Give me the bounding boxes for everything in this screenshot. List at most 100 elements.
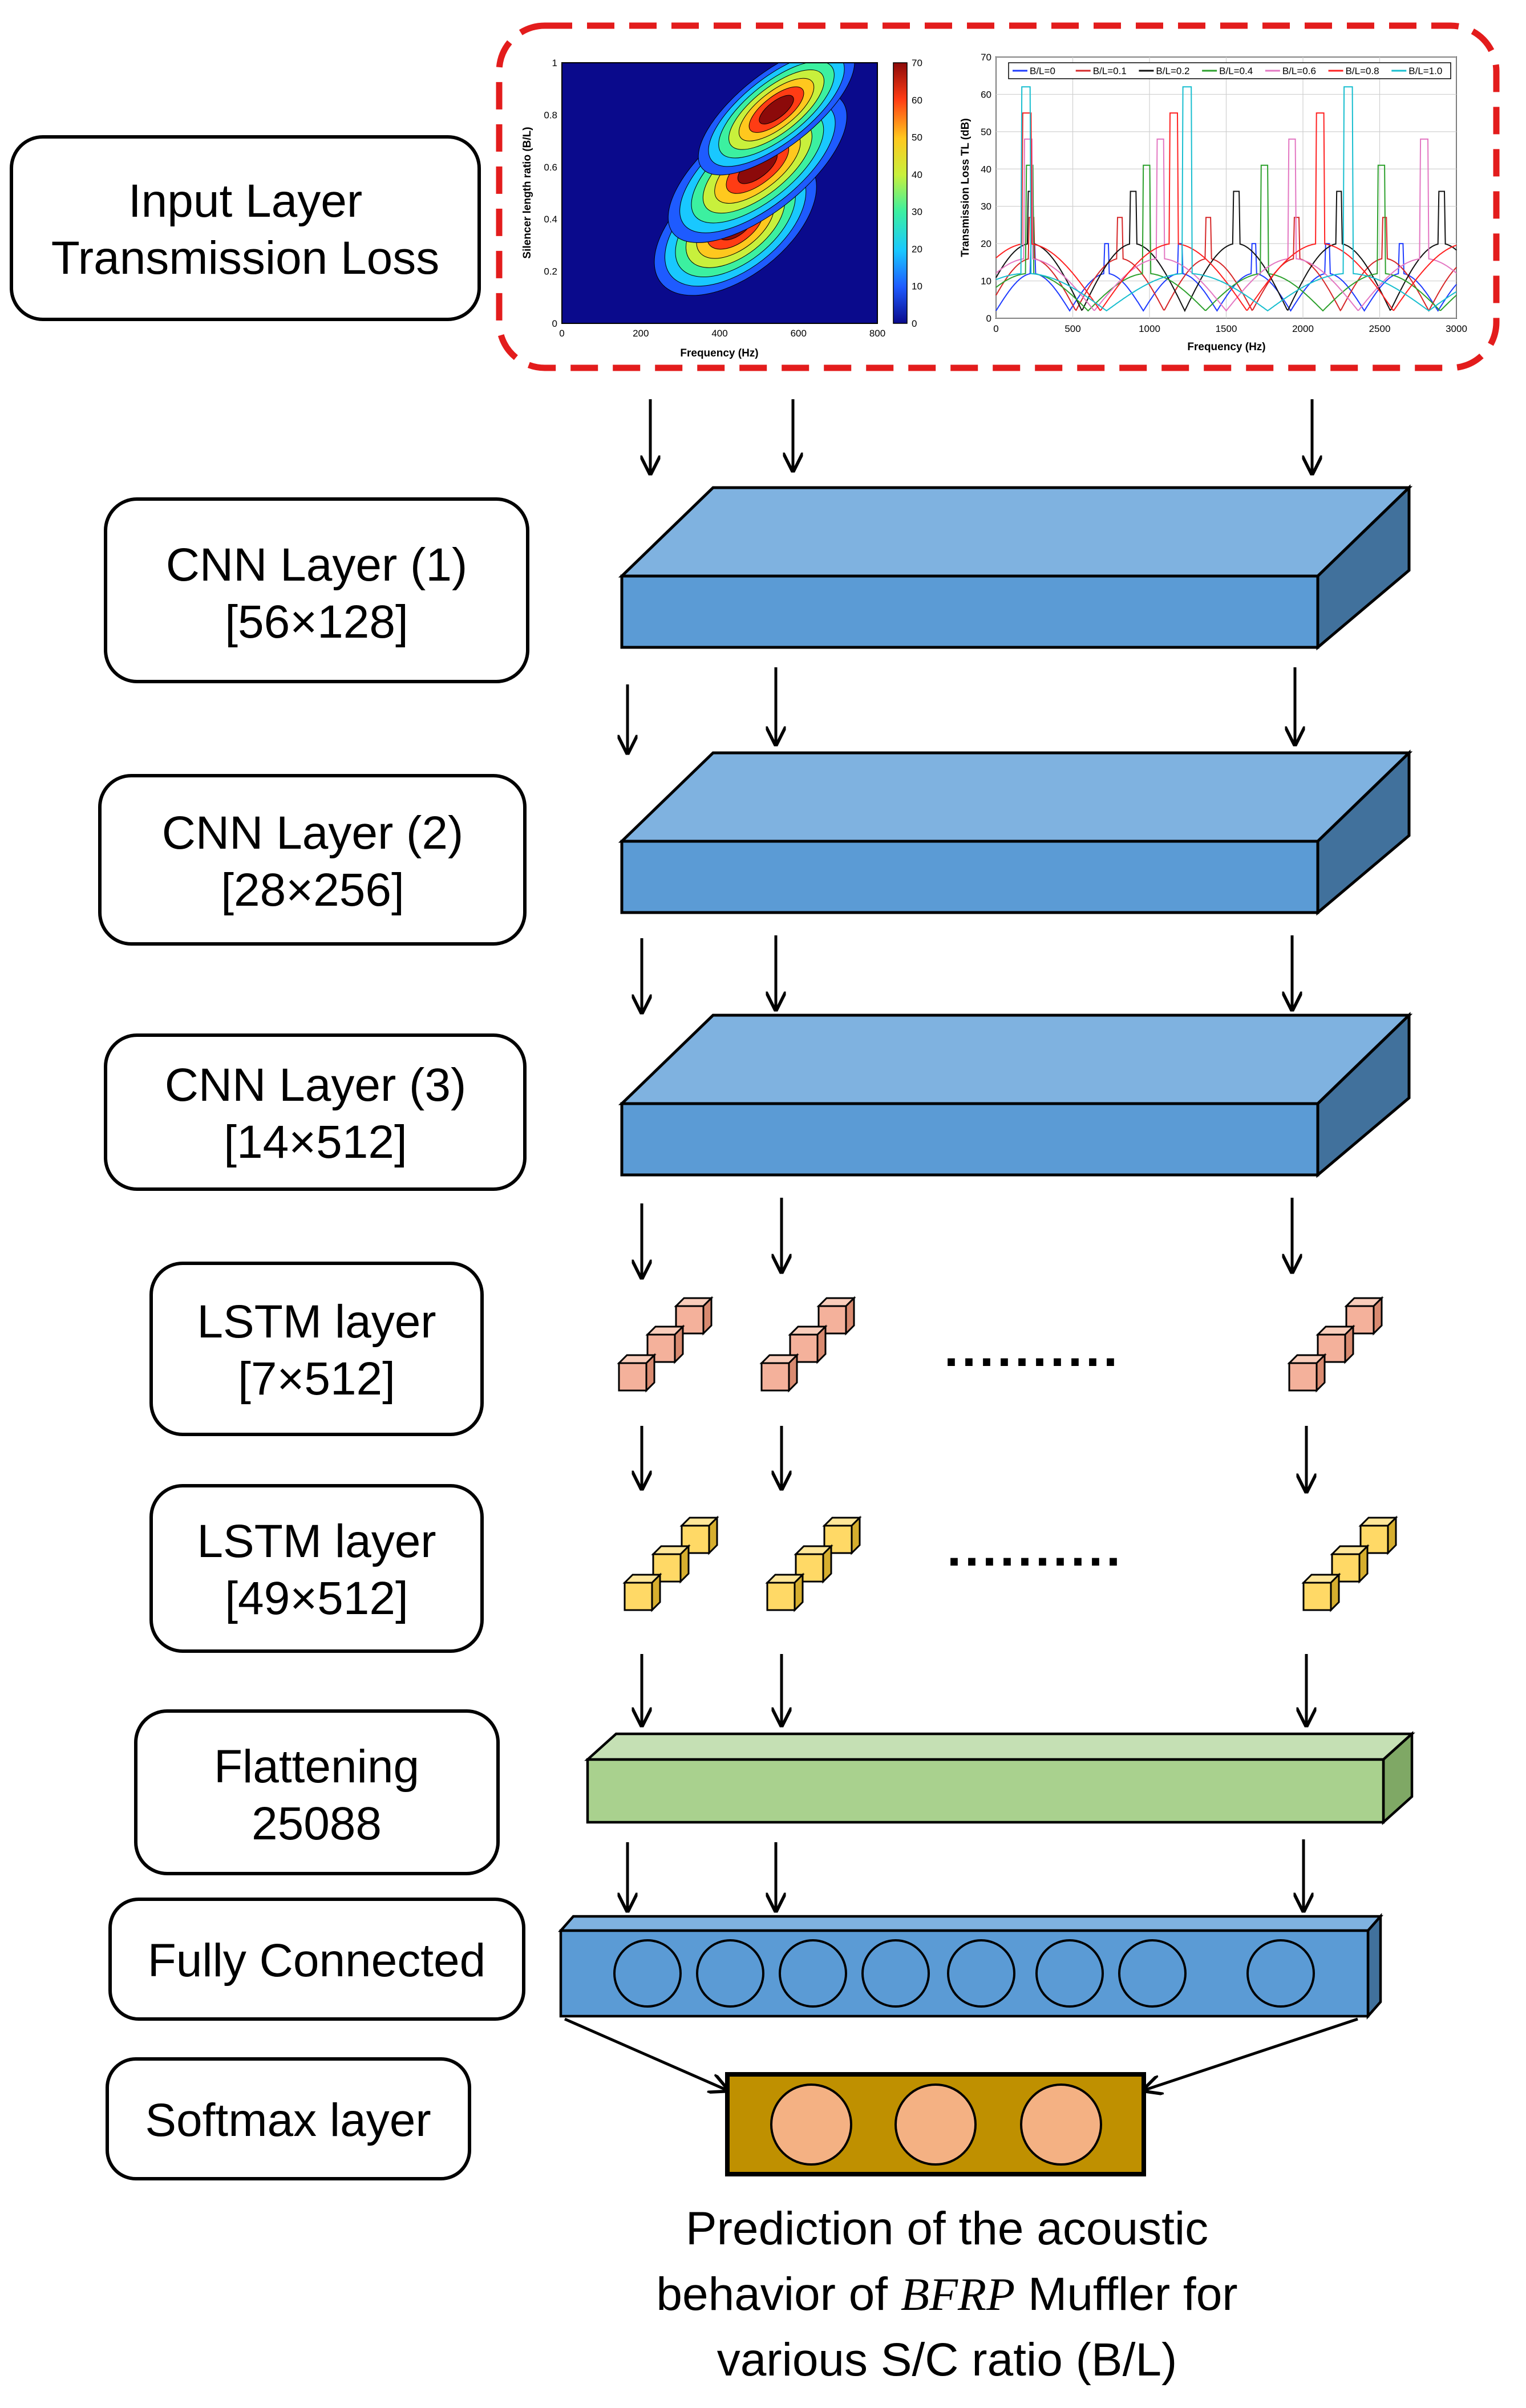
tl-ytick: 20 — [981, 238, 991, 249]
cnn-block-2 — [618, 749, 1413, 916]
tl-ytick: 0 — [986, 313, 991, 324]
tl-series-line — [995, 190, 1457, 313]
fc-to-softmax-arrow-left — [564, 2017, 727, 2090]
colorbar-tick: 20 — [912, 244, 922, 254]
tl-ytick: 40 — [981, 164, 991, 175]
lstm-cube — [617, 1353, 657, 1393]
fc-node — [1246, 1939, 1315, 2008]
label-lstm-layer-1: LSTM layer [7×512] — [149, 1262, 484, 1436]
tl-xtick: 500 — [1064, 323, 1080, 334]
tl-series-line — [995, 138, 1457, 312]
tl-ytick: 60 — [981, 89, 991, 100]
fc-node — [779, 1939, 847, 2008]
softmax-node — [1020, 2083, 1102, 2166]
label-cnn-layer-2: CNN Layer (2) [28×256] — [98, 774, 527, 946]
contour-colorbar — [893, 62, 908, 324]
cnn1-label-line1: CNN Layer (1) — [166, 539, 468, 591]
lstm1-label-line1: LSTM layer — [197, 1296, 436, 1348]
contour-xtick: 0 — [559, 328, 564, 339]
tl-legend-label: B/L=1.0 — [1408, 66, 1442, 76]
contour-ylabel: Silencer length ratio (B/L) — [521, 127, 533, 258]
tl-xtick: 1000 — [1139, 323, 1160, 334]
softmax-label: Softmax layer — [145, 2094, 431, 2146]
tl-series-line — [995, 164, 1457, 312]
contour-ytick: 0 — [552, 318, 557, 329]
lstm2-label-line2: [49×512] — [225, 1572, 408, 1624]
softmax-box — [725, 2072, 1146, 2176]
contour-xtick: 400 — [711, 328, 727, 339]
contour-fill — [562, 63, 877, 323]
label-flattening: Flattening 25088 — [134, 1709, 500, 1875]
caption-line2: behavior of BFRP Muffler for — [656, 2268, 1237, 2320]
tl-ytick: 10 — [981, 276, 991, 287]
caption-line3: various S/C ratio (B/L) — [717, 2334, 1177, 2386]
tl-legend-label: B/L=0.2 — [1156, 66, 1189, 76]
tl-ylabel: Transmission Loss TL (dB) — [960, 118, 972, 257]
label-input-layer: Input Layer Transmission Loss — [10, 135, 481, 321]
contour-band — [759, 95, 794, 124]
tl-legend-label: B/L=0.1 — [1093, 66, 1127, 76]
tl-series-line — [995, 217, 1457, 313]
label-fully-connected: Fully Connected — [108, 1898, 525, 2021]
lstm2-label-line1: LSTM layer — [197, 1515, 436, 1567]
input-label-line2: Transmission Loss — [51, 232, 440, 284]
fc-node — [861, 1939, 930, 2008]
input-dashed-border — [496, 22, 1500, 371]
lstm2-ellipsis: .......... — [947, 1520, 1124, 1577]
flow-arrows — [628, 399, 1312, 1911]
tl-series-line — [995, 112, 1457, 311]
colorbar-tick: 30 — [912, 206, 922, 217]
lstm1-ellipsis: .......... — [944, 1320, 1121, 1377]
tl-xtick: 2000 — [1292, 323, 1314, 334]
cnn2-label-line1: CNN Layer (2) — [162, 807, 464, 859]
label-softmax-layer: Softmax layer — [106, 2057, 471, 2180]
fc-node — [613, 1939, 682, 2008]
contour-ytick: 0.2 — [544, 266, 557, 277]
caption-line1: Prediction of the acoustic — [686, 2203, 1208, 2255]
softmax-node — [770, 2083, 852, 2166]
cnn2-label-line2: [28×256] — [221, 864, 404, 916]
lstm1-label-line2: [7×512] — [238, 1353, 395, 1405]
lstm-cube — [674, 1296, 714, 1336]
lstm-cube — [1287, 1353, 1327, 1393]
lstm-cube — [765, 1572, 805, 1612]
lstm-cube — [1301, 1572, 1341, 1612]
cnn3-label-line1: CNN Layer (3) — [165, 1059, 467, 1111]
tl-xtick: 3000 — [1446, 323, 1467, 334]
tl-ytick: 70 — [981, 52, 991, 63]
tl-xlabel: Frequency (Hz) — [1187, 341, 1265, 353]
lstm-cube — [622, 1572, 662, 1612]
fully-connected-bar — [558, 1913, 1383, 2020]
contour-xtick: 600 — [791, 328, 807, 339]
colorbar-tick: 10 — [912, 281, 922, 292]
cnn1-label-line2: [56×128] — [225, 596, 408, 648]
cnn3-label-line2: [14×512] — [224, 1116, 407, 1168]
lstm-cube — [794, 1544, 833, 1584]
contour-ytick: 1 — [552, 58, 557, 68]
colorbar-tick: 0 — [912, 318, 917, 329]
lstm-cube — [759, 1353, 799, 1393]
tl-series-line — [995, 86, 1457, 312]
fc-node — [1118, 1939, 1187, 2008]
flatten-bar — [584, 1730, 1415, 1826]
lstm-cube — [788, 1324, 828, 1364]
lstm-cube — [1358, 1515, 1398, 1555]
fc-node — [947, 1939, 1015, 2008]
flatten-label-line2: 25088 — [252, 1798, 382, 1850]
label-cnn-layer-3: CNN Layer (3) [14×512] — [104, 1033, 527, 1191]
tl-legend-label: B/L=0.8 — [1346, 66, 1379, 76]
contour-ytick: 0.4 — [544, 214, 557, 225]
prediction-caption: Prediction of the acoustic behavior of B… — [656, 2203, 1237, 2386]
cnn-block-3 — [618, 1012, 1413, 1178]
tl-xtick: 2500 — [1369, 323, 1391, 334]
tl-xtick: 0 — [993, 323, 998, 334]
label-lstm-layer-2: LSTM layer [49×512] — [149, 1484, 484, 1653]
input-label-line1: Input Layer — [128, 175, 362, 227]
contour-xtick: 800 — [869, 328, 885, 339]
contour-xlabel: Frequency (Hz) — [680, 347, 758, 359]
tl-legend-label: B/L=0.6 — [1282, 66, 1316, 76]
colorbar-tick: 60 — [912, 95, 922, 106]
tl-ytick: 50 — [981, 127, 991, 137]
